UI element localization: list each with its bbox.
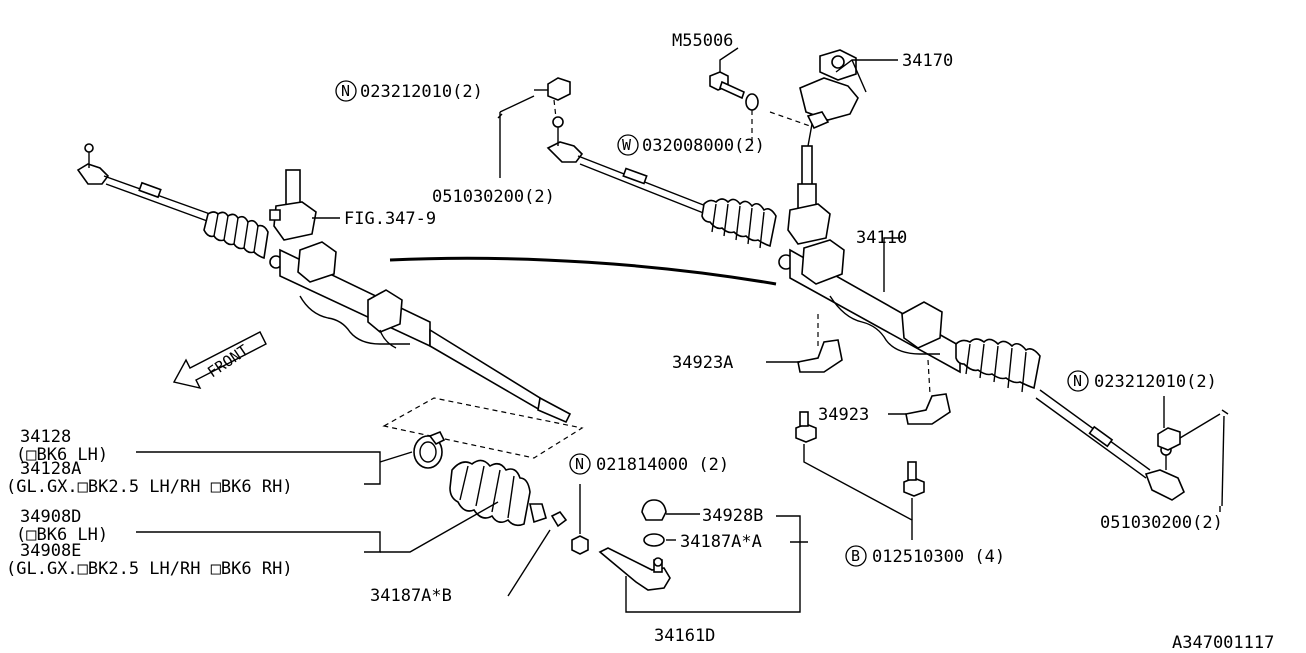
clip-34187a-b	[550, 510, 568, 528]
front-label: FRONT	[204, 341, 252, 381]
label-34908d: 34908D	[20, 507, 81, 527]
nut-top	[547, 77, 571, 101]
label-34923a: 34923A	[672, 353, 733, 373]
label-34908e: 34908E	[20, 541, 81, 561]
label-34908-sub1: (□BK6 LH)	[16, 525, 108, 545]
nut-right	[1157, 427, 1181, 451]
ring-34187a-a	[643, 533, 665, 547]
right-rack-boot-right	[955, 338, 1041, 393]
label-34170: 34170	[902, 51, 953, 71]
label-34128-sub2: (GL.GX.□BK2.5 LH/RH □BK6 RH)	[6, 477, 293, 497]
label-023212010-top: 023212010(2)	[360, 82, 483, 102]
label-34908-sub2: (GL.GX.□BK2.5 LH/RH □BK6 RH)	[6, 559, 293, 579]
label-34128-sub1: (□BK6 LH)	[16, 445, 108, 465]
clamp-34128	[413, 430, 446, 469]
badge-b	[845, 545, 867, 567]
washer	[745, 93, 759, 111]
badge-b-letter: B	[851, 547, 860, 565]
dust-boot-34928b	[641, 499, 667, 521]
badge-n-right-letter: N	[1073, 372, 1082, 390]
boot-34908	[449, 459, 547, 527]
universal-joint	[799, 49, 859, 147]
badge-n-top	[335, 80, 357, 102]
label-34923: 34923	[818, 405, 869, 425]
label-34128a: 34128A	[20, 459, 81, 479]
label-34161d: 34161D	[654, 626, 715, 646]
left-steering-rack	[76, 143, 572, 424]
label-34110: 34110	[856, 228, 907, 248]
bolts-012510300	[795, 411, 925, 497]
label-34928b: 34928B	[702, 506, 763, 526]
left-rack-boot	[203, 211, 269, 260]
badge-n-bottom-letter: N	[575, 455, 584, 473]
label-032008000: 032008000(2)	[642, 136, 765, 156]
nut-021814000	[571, 535, 589, 555]
badge-w	[617, 134, 639, 156]
label-021814000: 021814000 (2)	[596, 455, 729, 475]
leader-line-rack	[389, 256, 777, 286]
bracket-34923a	[797, 339, 843, 373]
badge-n-right	[1067, 370, 1089, 392]
diagram-reference-code: A347001117	[1172, 633, 1274, 653]
label-051030200-top: 051030200(2)	[432, 187, 555, 207]
badge-w-letter: W	[622, 136, 632, 154]
bracket-34923	[905, 393, 951, 425]
badge-n-bottom	[569, 453, 591, 475]
tie-rod-end-34161d	[598, 547, 671, 591]
dashed-detail-box	[382, 397, 584, 459]
label-34128: 34128	[20, 427, 71, 447]
bolt-m55006	[709, 71, 745, 100]
label-34187a-b: 34187A*B	[370, 586, 452, 606]
right-rack-boot-left	[701, 198, 777, 249]
right-steering-rack	[546, 116, 1185, 501]
front-arrow: FRONT	[172, 331, 267, 390]
label-023212010-right: 023212010(2)	[1094, 372, 1217, 392]
label-m55006: M55006	[672, 31, 733, 51]
label-fig-347-9: FIG.347-9	[344, 209, 436, 229]
label-051030200-right: 051030200(2)	[1100, 513, 1223, 533]
label-012510300: 012510300 (4)	[872, 547, 1005, 567]
label-34187a-a: 34187A*A	[680, 532, 762, 552]
badge-n-top-letter: N	[341, 82, 350, 100]
